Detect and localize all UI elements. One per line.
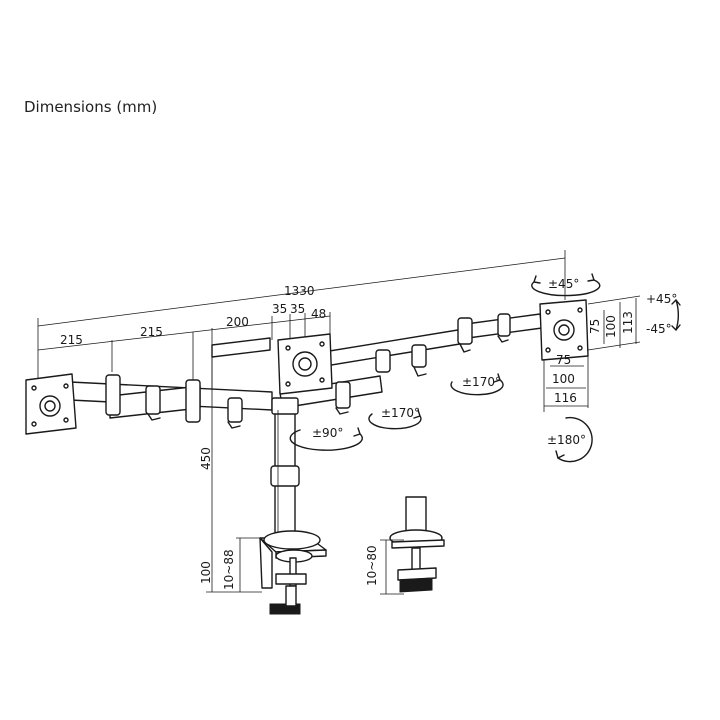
dim-arm-c: 200 (226, 315, 249, 329)
dim-pole-offset-1: 35 (272, 302, 287, 316)
dim-pole-offset-2: 35 (290, 302, 305, 316)
rear-arm (211, 313, 543, 377)
vesa-plate-left (25, 373, 77, 435)
rotation-arm-swivel-2 (450, 373, 504, 396)
dim-arm-a: 215 (60, 333, 83, 347)
rotation-tilt (671, 299, 681, 331)
dim-overall-width: 1330 (284, 284, 315, 298)
diagram-heading: Dimensions (mm) (24, 98, 158, 116)
rotation-pan-label: ±45° (548, 277, 579, 291)
dim-arm-b: 215 (140, 325, 163, 339)
dim-clamp-range: 10~88 (222, 549, 236, 590)
dim-plate-w: 116 (554, 391, 577, 405)
dim-vesa-75-h: 75 (588, 319, 602, 334)
rotation-arm-swivel-2-label: ±170° (462, 375, 501, 389)
rotation-arm-swivel-1 (368, 409, 422, 430)
rotation-pan (531, 273, 601, 297)
dim-vesa-75-w: 75 (556, 353, 571, 367)
dim-pole-offset-3: 48 (311, 307, 326, 321)
dim-vesa-100-w: 100 (552, 372, 575, 386)
central-pole (270, 397, 300, 535)
grommet-base (389, 496, 445, 593)
dim-height: 450 (199, 447, 213, 470)
desk-clamp (259, 530, 327, 615)
vesa-dimensions (543, 295, 641, 412)
rotation-tilt-up-label: +45° (646, 292, 677, 306)
dim-clamp-height: 100 (199, 561, 213, 584)
rotation-tilt-down-label: -45° (646, 322, 672, 336)
dim-grommet-range: 10~80 (365, 545, 379, 586)
rotation-arm-swivel-1-label: ±170° (381, 406, 420, 420)
rotation-swivel-center (289, 427, 363, 451)
front-arm (69, 374, 383, 429)
rotation-rotate-label: ±180° (547, 433, 586, 447)
rotation-swivel-center-label: ±90° (312, 426, 343, 440)
vesa-plate-center (277, 333, 333, 395)
dim-plate-h: 113 (621, 311, 635, 334)
dim-vesa-100-h: 100 (604, 315, 618, 338)
vesa-plate-right (539, 299, 589, 361)
rotation-rotate (555, 416, 593, 463)
height-dimensions (206, 345, 404, 595)
